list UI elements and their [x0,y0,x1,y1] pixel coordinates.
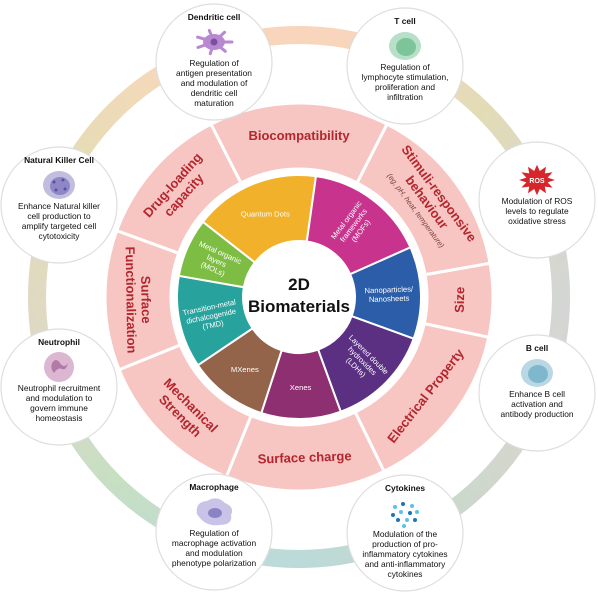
material-segment-mol [177,220,257,289]
immune-card-title: Macrophage [189,482,239,492]
property-label-surface_func: Surface [138,276,154,324]
immune-card-desc: homeostasis [35,413,82,423]
immune-card-desc: cytokines [388,569,423,579]
property-label-size: Size [452,287,467,313]
immune-card-desc: antigen presentation [176,68,252,78]
immune-card-desc: levels to regulate [505,206,569,216]
immune-card-desc: Enhance B cell [509,389,565,399]
immune-card-desc: Enhance Natural killer [18,201,100,211]
immune-card-desc: macrophage activation [172,538,257,548]
property-ring: BiocompatibilityStimuli-responsivebehavi… [103,101,495,493]
immune-card-desc: activation and [511,399,563,409]
b-cell-icon [521,359,553,387]
immune-card-desc: amplify targeted cell [22,221,97,231]
center-title-line1: 2D [288,275,310,294]
immune-card-title: Natural Killer Cell [24,155,94,165]
material-label-xenes: Xenes [290,383,312,392]
material-label-nano: Nanosheets [369,294,410,304]
neutrophil-icon [44,352,74,382]
immune-card-desc: production of pro- [372,539,438,549]
property-label-biocomp: Biocompatibility [248,128,350,143]
immune-card-desc: Modulation of ROS [502,196,573,206]
ros-burst-icon: ROS [519,164,555,196]
property-label-charge: Surface charge [257,448,351,466]
outer-ring-overlay [28,26,570,568]
immune-card-bg [478,334,596,452]
immune-card-bg [346,474,464,592]
immune-card-desc: dendritic cell [191,88,238,98]
immune-card-bg [155,3,273,121]
immune-card-title: T cell [394,16,415,26]
immune-card-title: Cytokines [385,483,425,493]
immune-card-desc: and anti-inflammatory [365,559,446,569]
immune-card-title: Dendritic cell [188,12,241,22]
immune-card-desc: and modulation to [26,393,93,403]
immune-card-desc: Regulation of [189,58,239,68]
material-label-mxenes: MXenes [231,365,259,374]
immune-card-desc: govern immune [30,403,88,413]
center-disc [244,241,354,351]
nk-cell-icon [43,171,75,199]
immune-card-bg [0,146,118,264]
immune-card-desc: phenotype polarization [172,558,257,568]
immune-card-desc: infiltration [387,92,423,102]
svg-text:ROS: ROS [529,178,545,185]
immune-card-desc: maturation [194,98,234,108]
immune-card-bg [0,328,118,446]
immune-card-title: B cell [526,343,548,353]
property-segment-drug [114,122,243,256]
cytokines-icon [391,502,419,528]
immune-card-desc: Neutrophil recruitment [18,383,101,393]
immune-card-bg [346,7,464,125]
material-label-qd: Quantum Dots [241,210,290,219]
immune-card-bg [478,141,596,259]
macrophage-icon [196,498,233,526]
immune-card-desc: and modulation [185,548,243,558]
immune-card-title: Neutrophil [38,337,80,347]
center-title-line2: Biomaterials [248,297,350,316]
immune-card-desc: cytotoxicity [39,231,81,241]
property-label-surface_func: Functionalization [123,246,140,353]
immune-card-desc: Modulation of the [373,529,438,539]
immune-card-desc: inflammatory cytokines [362,549,447,559]
material-label-nano: Nanoparticles/ [364,284,414,295]
dendritic-cell-icon [196,28,234,56]
material-label-tmd: (TMD) [201,318,224,331]
immune-card-desc: proliferation and [375,82,435,92]
t-cell-icon [389,32,421,60]
immune-card-desc: and modulation of [181,78,248,88]
immune-card-desc: antibody production [500,409,573,419]
immune-card-desc: oxidative stress [508,216,566,226]
immune-card-desc: cell production to [27,211,91,221]
immune-card-bg [155,473,273,591]
immune-card-desc: Regulation of [189,528,239,538]
immune-card-desc: lymphocyte stimulation, [361,72,448,82]
immune-card-desc: Regulation of [380,62,430,72]
